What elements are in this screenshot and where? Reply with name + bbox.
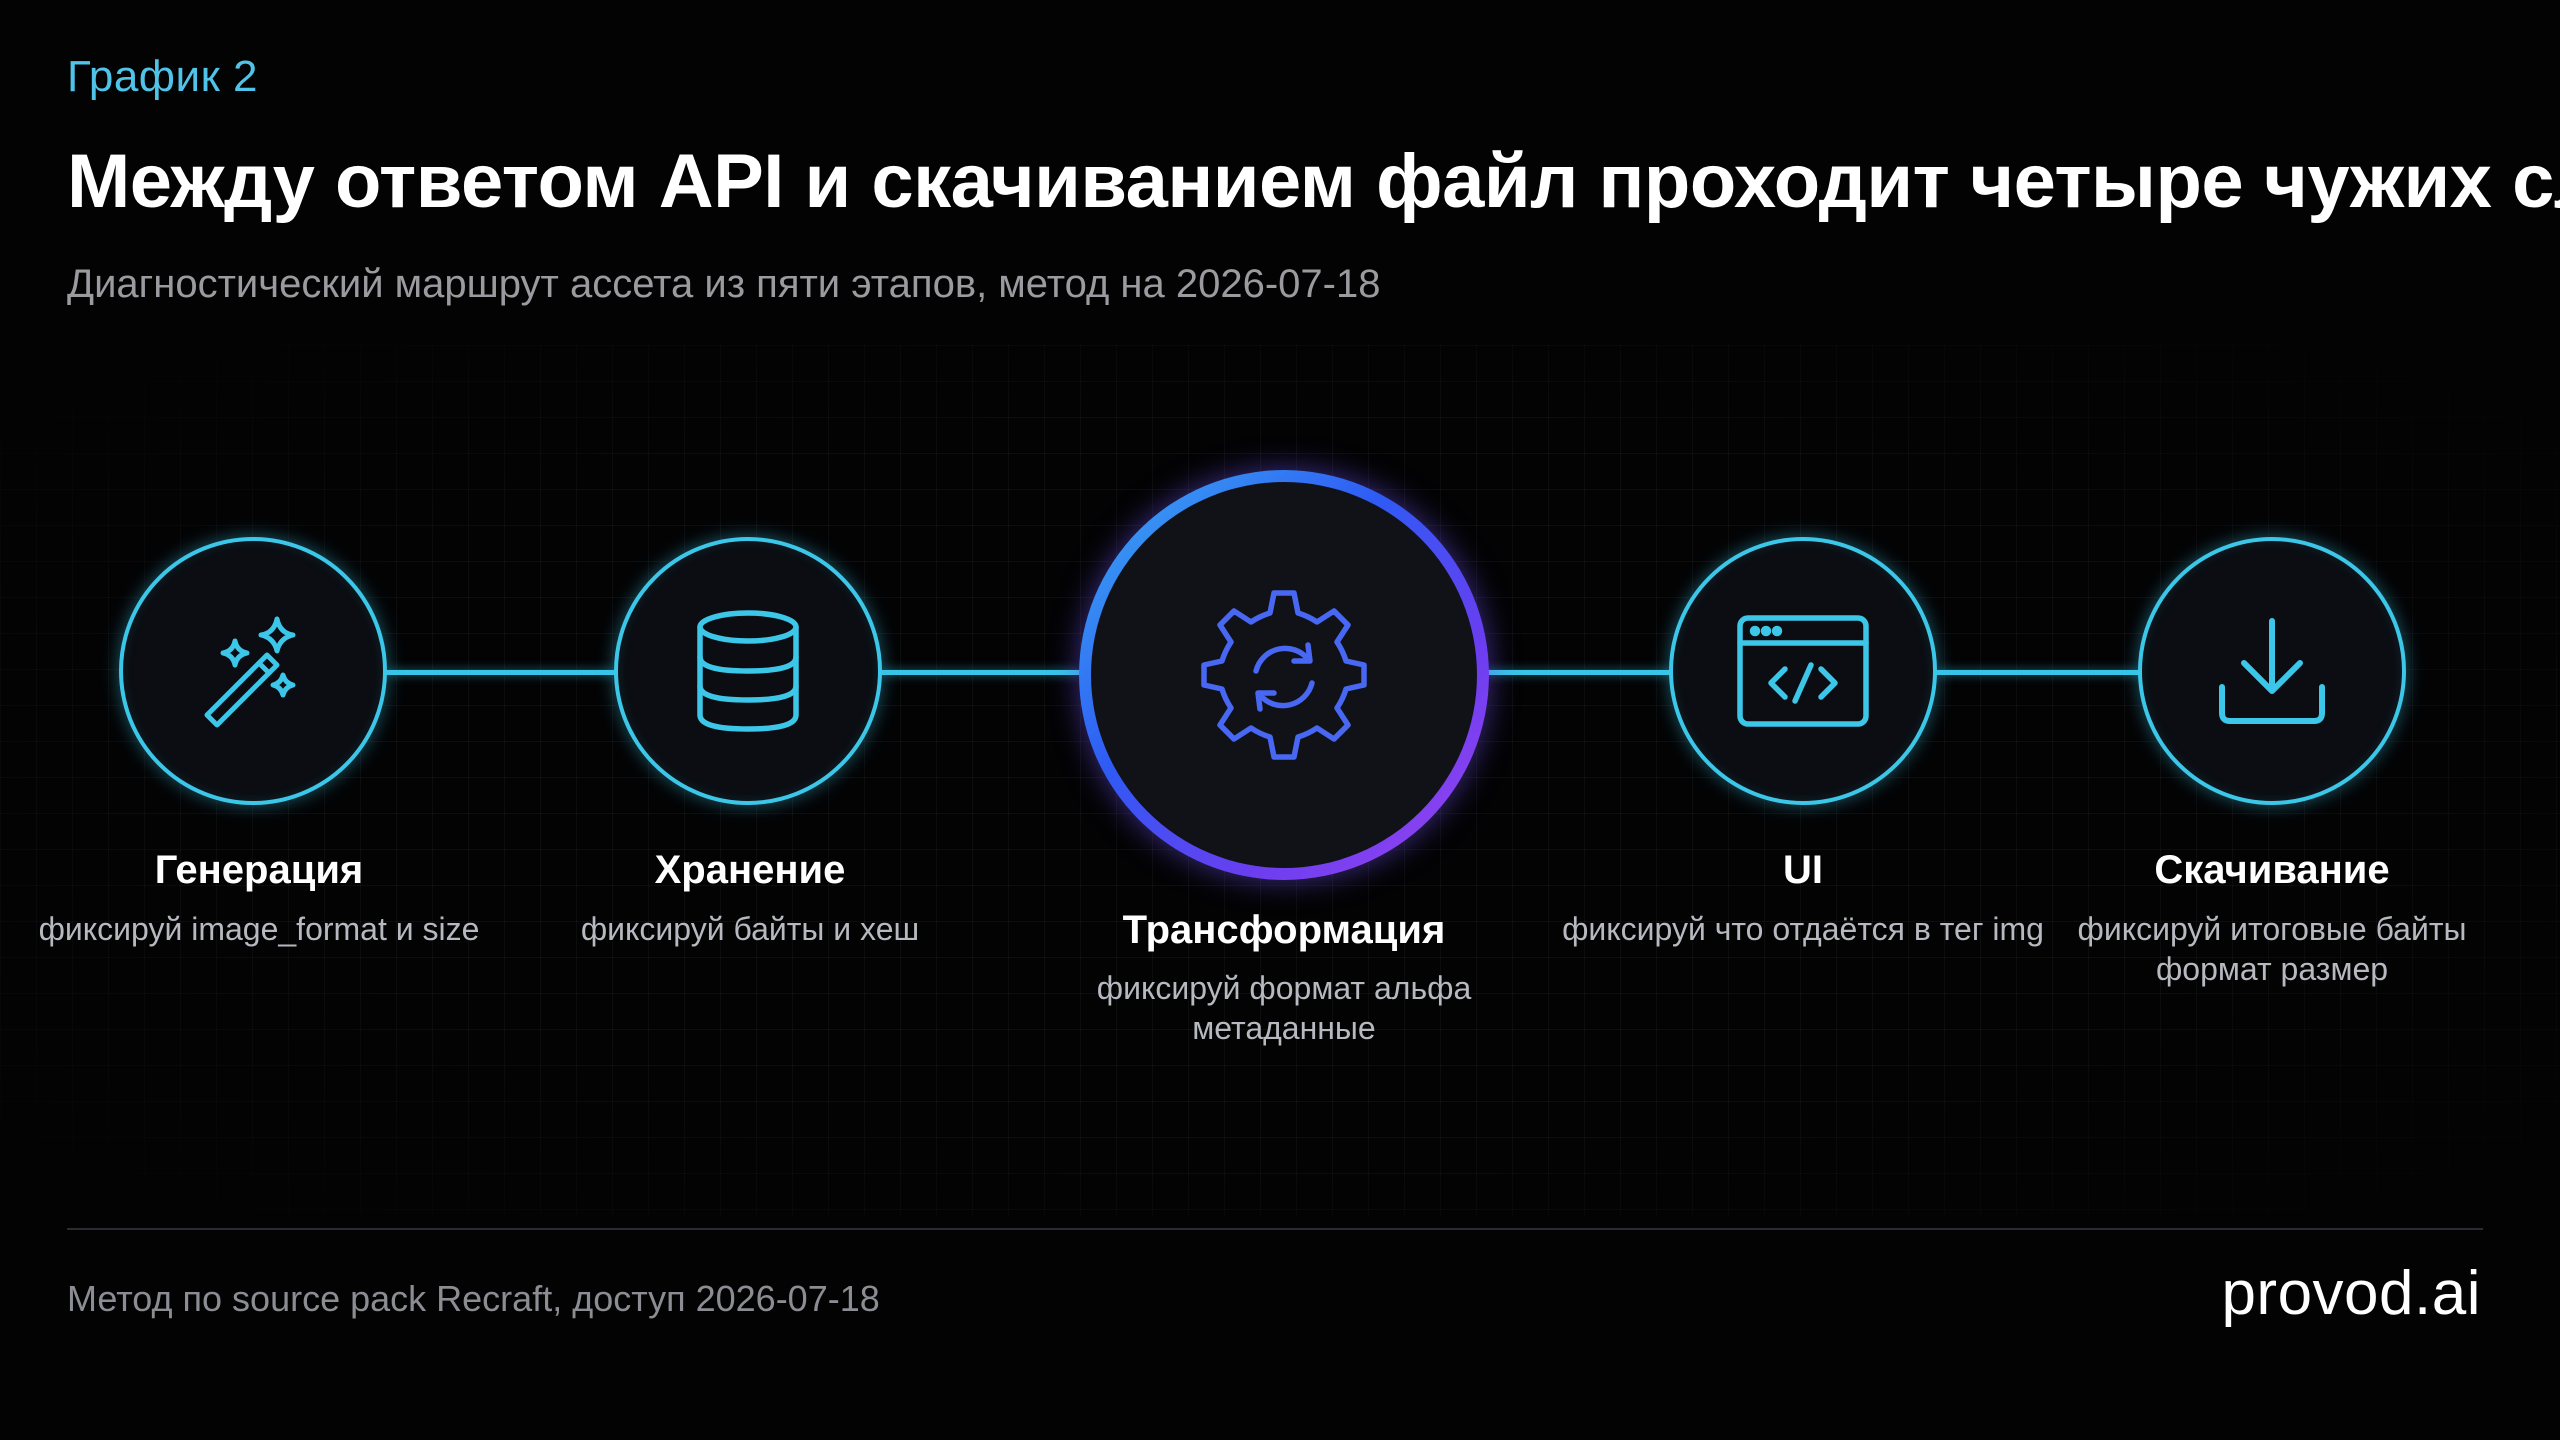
stage-node-inner xyxy=(1091,482,1477,868)
stage-label: UI xyxy=(1783,848,1823,892)
stage-node-transformation xyxy=(1079,470,1489,880)
stage-node-storage xyxy=(614,537,882,805)
stage-node-ui xyxy=(1669,537,1937,805)
connector-1-2 xyxy=(385,670,617,675)
gear-sync-icon xyxy=(1201,590,1367,760)
stage-description-line: формат размер xyxy=(2155,951,2389,987)
footer-divider xyxy=(67,1228,2483,1230)
stage-label: Хранение xyxy=(654,848,846,892)
stage-description: фиксируй что отдаётся в тег img xyxy=(1562,911,2044,947)
stage-label: Генерация xyxy=(154,848,364,892)
stage-description-line: фиксируй итоговые байты xyxy=(2077,911,2467,947)
connector-2-3 xyxy=(880,670,1080,675)
page-subtitle: Диагностический маршрут ассета из пяти э… xyxy=(67,262,1381,306)
stage-node-generation xyxy=(119,537,387,805)
connector-4-5 xyxy=(1935,670,2145,675)
brand-logo: provod.ai xyxy=(2221,1259,2481,1328)
code-window-icon xyxy=(1737,615,1869,727)
page-title: Между ответом API и скачиванием файл про… xyxy=(67,139,2560,224)
source-note: Метод по source pack Recraft, доступ 202… xyxy=(67,1278,880,1319)
connector-3-4 xyxy=(1480,670,1675,675)
stage-description: фиксируй image_format и size xyxy=(38,911,480,947)
database-icon xyxy=(697,610,799,732)
download-icon xyxy=(2219,618,2325,724)
stage-description: фиксируй байты и хеш xyxy=(580,911,920,947)
stage-label: Трансформация xyxy=(1122,908,1446,952)
stage-description: фиксируй итоговые байты формат размер xyxy=(2022,909,2522,989)
magic-wand-icon xyxy=(204,616,296,728)
figure-kicker: График 2 xyxy=(67,52,259,101)
stage-node-download xyxy=(2138,537,2406,805)
stage-label: Скачивание xyxy=(2154,848,2390,892)
stage-description: фиксируй формат альфа метаданные xyxy=(1096,970,1472,1046)
